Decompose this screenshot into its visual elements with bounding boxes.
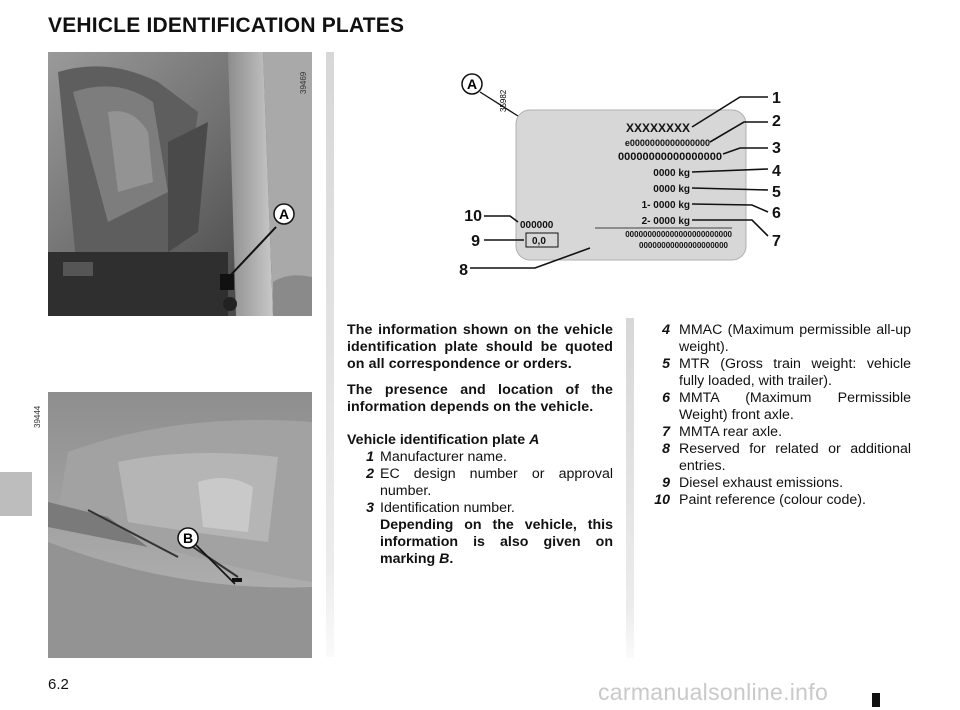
list-item: 2 EC design number or approval number. (347, 466, 613, 500)
list-item-number: 1 (366, 449, 374, 465)
list-heading-letter: A (529, 432, 540, 448)
plate-diagram: 35982 A XXXXXXXX e0000000000000000 00000… (440, 50, 800, 280)
intro-paragraph-1: The information shown on the vehicle ide… (347, 322, 613, 372)
plate-line-2: e0000000000000000 (625, 138, 710, 148)
plate-b-note-text: Depending on the vehicle, this informati… (380, 517, 613, 567)
column-separator (626, 318, 634, 658)
list-item: 5 MTR (Gross train weight: vehicle fully… (648, 356, 911, 390)
plate-line-reserved-1: 000000000000000000000000 (625, 230, 732, 239)
plate-line-4: 0000 kg (653, 168, 690, 179)
callout-9: 9 (471, 233, 480, 250)
list-item: 10 Paint reference (colour code). (648, 492, 911, 509)
list-item-number: 5 (662, 356, 670, 372)
plate-b-note: Depending on the vehicle, this informati… (380, 517, 613, 568)
list-item-number: 10 (654, 492, 670, 508)
right-text-column: 4 MMAC (Maximum permissible all-up weigh… (648, 322, 911, 509)
callout-2: 2 (772, 113, 781, 130)
list-item: 4 MMAC (Maximum permissible all-up weigh… (648, 322, 911, 356)
plate-line-7: 2- 0000 kg (642, 216, 690, 227)
intro-paragraph-2: The presence and location of the informa… (347, 382, 613, 415)
callout-5: 5 (772, 184, 781, 201)
chapter-tab (0, 472, 32, 516)
list-heading-text: Vehicle identification plate (347, 432, 530, 448)
watermark: carmanualsonline.info (598, 679, 829, 705)
plate-line-6: 1- 0000 kg (642, 200, 690, 211)
plate-b-note-end: . (449, 551, 454, 567)
list-item-number: 7 (662, 424, 670, 440)
list-item-text: MMAC (Maximum permissible all-up weight)… (679, 322, 911, 355)
list-item: 3 Identification number. (347, 500, 613, 517)
callout-7: 7 (772, 233, 781, 250)
plate-line-reserved-2: 00000000000000000000 (639, 241, 729, 250)
callout-8: 8 (459, 262, 468, 279)
list-item: 9 Diesel exhaust emissions. (648, 475, 911, 492)
page-title: VEHICLE IDENTIFICATION PLATES (48, 14, 405, 37)
callout-6: 6 (772, 205, 781, 222)
door-pillar-photo: A (48, 52, 312, 316)
callout-1: 1 (772, 90, 781, 107)
list-item-text: Identification number. (380, 500, 515, 516)
corner-mark (872, 693, 880, 707)
photo-marker-b: B (183, 530, 193, 546)
list-item-text: Diesel exhaust emissions. (679, 475, 844, 491)
list-item-number: 6 (662, 390, 670, 406)
plate-line-emission: 0,0 (532, 236, 546, 247)
left-text-column: The information shown on the vehicle ide… (347, 322, 613, 568)
plate-line-1: XXXXXXXX (626, 121, 690, 135)
photo-marker-a: A (279, 206, 289, 222)
list-item-text: Paint reference (colour code). (679, 492, 866, 508)
plate-line-5: 0000 kg (653, 184, 690, 195)
door-photo-code: 39469 (299, 71, 308, 94)
callout-4: 4 (772, 163, 781, 180)
list-item-text: EC design number or approval number. (380, 466, 613, 499)
list-item-text: MMTA rear axle. (679, 424, 783, 440)
page-number: 6.2 (48, 676, 69, 693)
callout-10: 10 (464, 208, 482, 225)
plate-line-paint: 000000 (520, 220, 554, 231)
list-item-number: 4 (662, 322, 670, 338)
list-item: 1 Manufacturer name. (347, 449, 613, 466)
list-item-number: 9 (662, 475, 670, 491)
plate-line-3: 00000000000000000 (618, 151, 722, 163)
list-item: 8 Reserved for related or additional ent… (648, 441, 911, 475)
column-separator (326, 52, 334, 657)
list-item: 6 MMTA (Maximum Permissible Weight) fron… (648, 390, 911, 424)
windscreen-photo: B (48, 392, 312, 658)
list-item-number: 8 (662, 441, 670, 457)
list-item-number: 3 (366, 500, 374, 516)
list-item-text: Reserved for related or additional entri… (679, 441, 911, 474)
list-item-text: Manufacturer name. (380, 449, 507, 465)
plate-image-code: 35982 (499, 89, 508, 112)
list-heading: Vehicle identification plate A (347, 432, 613, 449)
plate-marker-a: A (467, 76, 477, 92)
plate-b-note-letter: B (439, 551, 450, 567)
list-item: 7 MMTA rear axle. (648, 424, 911, 441)
windscreen-photo-code: 39444 (33, 405, 42, 428)
list-item-text: MTR (Gross train weight: vehicle fully l… (679, 356, 911, 389)
list-item-text: MMTA (Maximum Permissible Weight) front … (679, 390, 911, 423)
callout-3: 3 (772, 140, 781, 157)
list-item-number: 2 (366, 466, 374, 482)
